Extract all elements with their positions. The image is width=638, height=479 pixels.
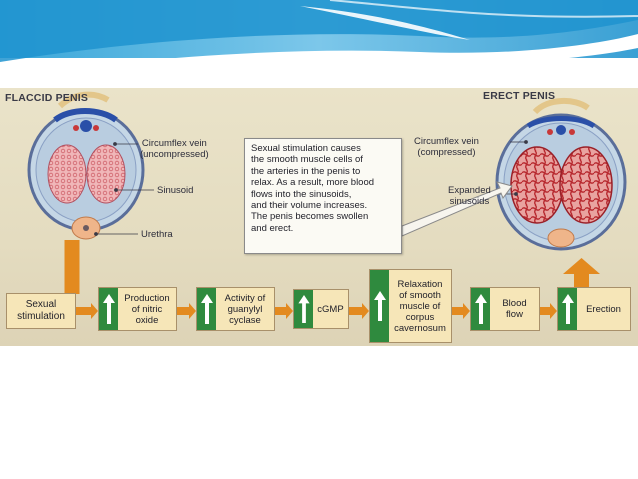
step-line: cavernosum <box>394 322 446 334</box>
callout-line: and their volume increases. <box>251 200 368 212</box>
step-line: oxide <box>135 314 159 326</box>
label-circumflex-vein-left: Circumflex vein (uncompressed) <box>140 138 209 160</box>
anatomy-figure: FLACCID PENIS ERECT PENIS Circumflex vei… <box>0 88 638 346</box>
expanded-line-1: Expanded <box>448 185 491 196</box>
explanation-callout: Sexual stimulation causes the smooth mus… <box>244 138 402 254</box>
start-line: Sexual <box>25 299 57 310</box>
step-line: Erection <box>586 303 621 315</box>
flow-step-guanylyl-cyclase: Activity of guanylyl cyclase <box>196 287 275 331</box>
label-expanded-sinusoids: Expanded sinusoids <box>448 185 491 207</box>
circumflex-state-text: (uncompressed) <box>140 149 209 160</box>
step-line: Production <box>124 292 170 304</box>
flow-step-smooth-muscle-relaxation: Relaxation of smooth muscle of corpus ca… <box>369 269 452 343</box>
up-arrow-icon <box>471 288 490 330</box>
step-line: Blood <box>502 298 527 309</box>
flow-step-nitric-oxide: Production of nitric oxide <box>98 287 177 331</box>
figure-graphics <box>27 91 627 319</box>
callout-line: the smooth muscle cells of <box>251 154 363 166</box>
callout-line: The penis becomes swollen <box>251 211 369 223</box>
flaccid-cross-section <box>27 108 145 240</box>
erect-title: ERECT PENIS <box>483 90 556 102</box>
label-urethra: Urethra <box>141 229 173 240</box>
step-line: cyclase <box>229 314 261 326</box>
erect-cross-section <box>495 113 627 251</box>
callout-line: and erect. <box>251 222 294 234</box>
circumflex-state-text: (compressed) <box>417 147 476 158</box>
flaccid-title: FLACCID PENIS <box>5 92 89 104</box>
up-arrow-icon <box>294 290 313 328</box>
start-line: stimulation <box>17 311 65 322</box>
label-sinusoid: Sinusoid <box>157 185 194 196</box>
circumflex-vein-text: Circumflex vein <box>414 136 479 147</box>
circumflex-vein-text: Circumflex vein <box>141 138 207 149</box>
flow-step-cgmp: cGMP <box>293 289 349 329</box>
up-arrow-icon <box>558 288 577 330</box>
expanded-line-2: sinusoids <box>449 196 490 207</box>
up-arrow-icon <box>99 288 118 330</box>
flow-step-blood-flow: Blood flow <box>470 287 540 331</box>
step-line: Relaxation <box>397 278 443 290</box>
label-circumflex-vein-right: Circumflex vein (compressed) <box>414 136 479 158</box>
callout-line: Sexual stimulation causes <box>251 143 361 154</box>
step-line: guanylyl <box>227 303 263 315</box>
step-line: muscle of <box>399 300 441 312</box>
up-arrow-icon <box>197 288 216 330</box>
step-line: Activity of <box>224 292 266 304</box>
step-line: cGMP <box>317 303 344 315</box>
step-line: flow <box>506 309 523 320</box>
flow-step-erection: Erection <box>557 287 631 331</box>
flow-start-sexual-stimulation: Sexual stimulation <box>6 293 76 329</box>
callout-line: flows into the sinusoids, <box>251 188 352 200</box>
step-line: of smooth <box>399 289 441 301</box>
step-line: of nitric <box>131 303 163 315</box>
callout-line: relax. As a result, more blood <box>251 177 375 189</box>
step-line: corpus <box>405 311 435 323</box>
slide-header-wave <box>0 0 638 85</box>
callout-line: the arteries in the penis to <box>251 165 361 177</box>
up-arrow-icon <box>370 270 389 342</box>
